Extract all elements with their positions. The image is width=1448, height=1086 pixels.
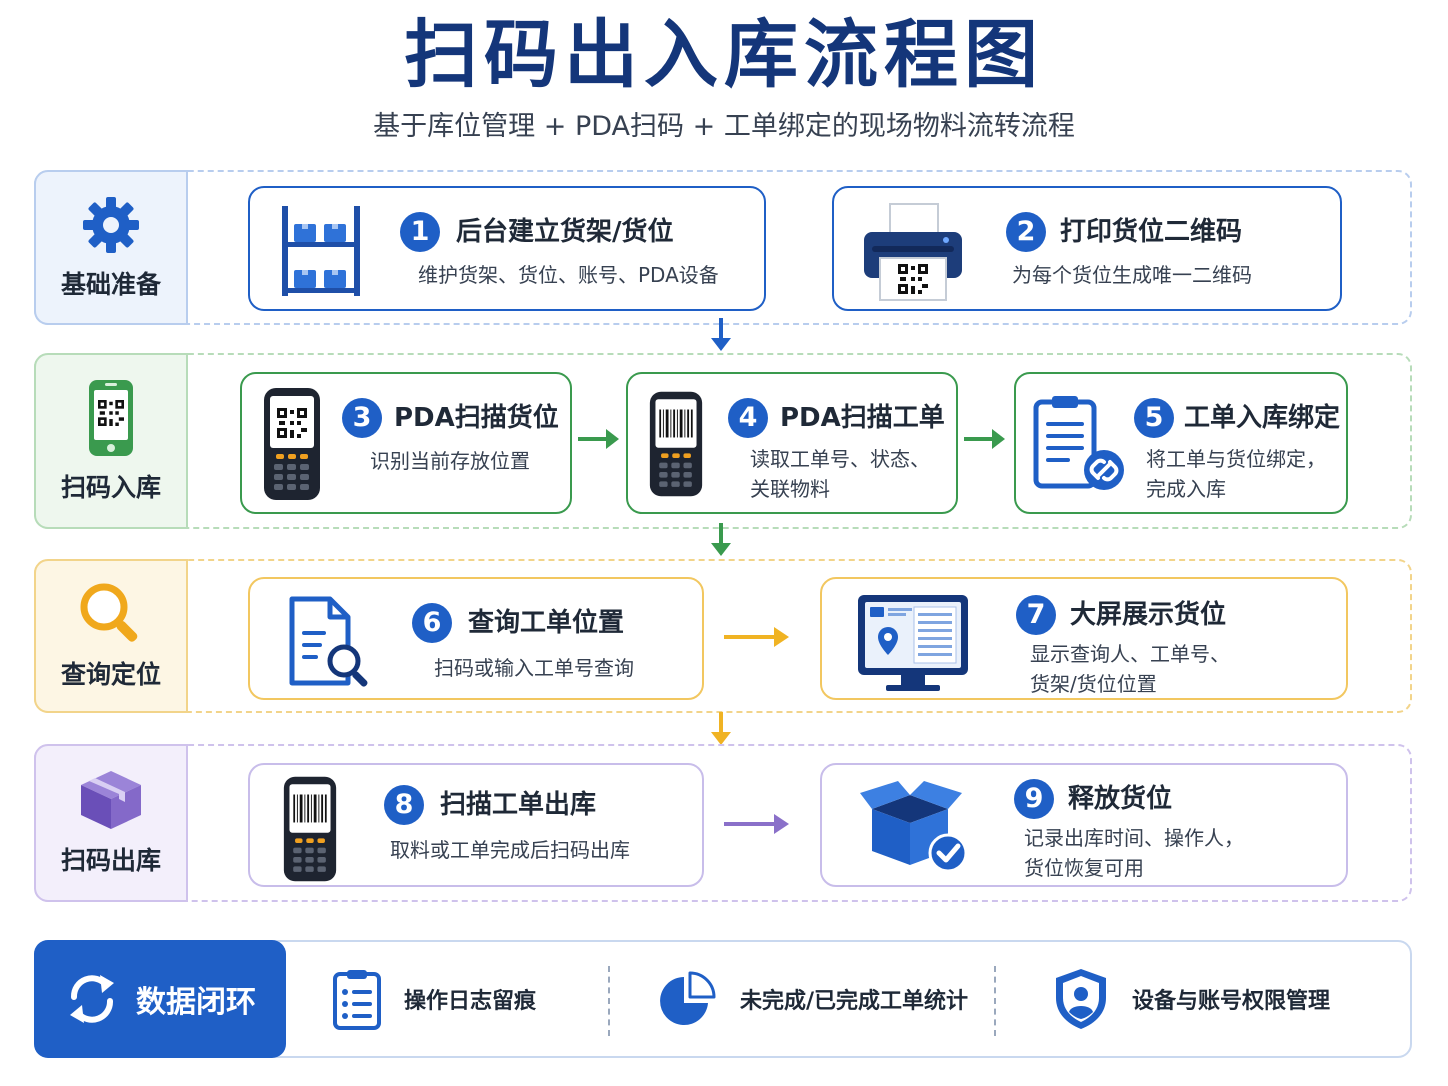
log-clipboard-icon — [333, 970, 381, 1030]
step-card-4: 4 PDA扫描工单 读取工单号、状态、 关联物料 — [626, 372, 958, 514]
step-number: 6 — [412, 603, 452, 643]
step-description-line-2: 货架/货位位置 — [1030, 672, 1157, 696]
diagram-title: 扫码出入库流程图 — [404, 12, 1044, 98]
step-number: 3 — [342, 398, 382, 438]
step-number: 1 — [400, 212, 440, 252]
step-number: 5 — [1134, 398, 1174, 438]
step-title: PDA扫描货位 — [394, 403, 559, 433]
footer-item-label: 设备与账号权限管理 — [1132, 989, 1331, 1014]
step-description-line-1: 记录出库时间、操作人， — [1024, 826, 1244, 850]
pda-qr-icon — [264, 388, 320, 500]
step-card-1: 1 后台建立货架/货位 维护货架、货位、账号、PDA设备 — [248, 186, 766, 311]
data-loop-label: 数据闭环 — [136, 985, 256, 1020]
step-description: 扫码或输入工单号查询 — [434, 656, 634, 680]
step-number: 2 — [1006, 212, 1046, 252]
step-card-3: 3 PDA扫描货位 识别当前存放位置 — [240, 372, 572, 514]
step-card-6: 6 查询工单位置 扫码或输入工单号查询 — [248, 577, 704, 700]
footer-item-label: 未完成/已完成工单统计 — [740, 989, 969, 1014]
step-title: 扫描工单出库 — [440, 790, 597, 820]
step-description-line-2: 关联物料 — [750, 477, 830, 501]
gear-icon — [83, 196, 139, 253]
step-description-line-1: 将工单与货位绑定， — [1146, 447, 1326, 471]
step-number: 8 — [384, 785, 424, 825]
arrow-right-3-4 — [578, 429, 619, 449]
section-outbound: 扫码出库 — [34, 744, 1412, 902]
step-card-5: 5 工单入库绑定 将工单与货位绑定， 完成入库 — [1014, 372, 1348, 514]
footer-item-label: 操作日志留痕 — [404, 989, 537, 1014]
step-title: 释放货位 — [1068, 784, 1173, 814]
pda-barcode-icon — [649, 391, 703, 497]
pie-chart-icon — [660, 971, 716, 1025]
box-icon — [81, 771, 141, 829]
step-description: 为每个货位生成唯一二维码 — [1012, 263, 1252, 287]
step-card-7: 7 大屏展示货位 显示查询人、工单号、 货架/货位位置 — [820, 577, 1348, 700]
arrow-down-2 — [711, 523, 731, 556]
printer-icon — [864, 203, 962, 301]
step-description: 识别当前存放位置 — [370, 449, 530, 473]
diagram-subtitle: 基于库位管理 + PDA扫码 + 工单绑定的现场物料流转流程 — [373, 111, 1075, 142]
step-title: 后台建立货架/货位 — [456, 217, 674, 247]
arrow-right-4-5 — [964, 429, 1005, 449]
section-label-text: 扫码入库 — [60, 473, 161, 502]
monitor-icon — [858, 595, 968, 691]
arrow-down-1 — [711, 318, 731, 351]
pda-barcode-icon — [283, 776, 337, 882]
step-title: 查询工单位置 — [468, 608, 625, 638]
footer-item-log: 操作日志留痕 — [332, 942, 536, 1056]
step-description: 维护货架、货位、账号、PDA设备 — [418, 263, 719, 287]
step-title: 工单入库绑定 — [1184, 403, 1341, 433]
magnifier-icon — [80, 583, 138, 642]
step-title: 打印货位二维码 — [1060, 217, 1243, 247]
section-label-text: 扫码出库 — [60, 846, 161, 875]
box-check-icon — [860, 781, 968, 873]
section-label-text: 查询定位 — [60, 660, 161, 689]
data-loop-footer: 数据闭环 操作日志留痕 未完成/已完成工单统计 设备与账号权限管 — [34, 940, 1412, 1058]
step-number: 4 — [728, 398, 768, 438]
arrow-right-6-7 — [724, 627, 789, 647]
shelf-icon — [282, 206, 360, 296]
document-search-icon — [289, 596, 368, 687]
step-number: 9 — [1014, 779, 1054, 819]
clipboard-link-icon — [1033, 396, 1124, 490]
step-title: 大屏展示货位 — [1070, 600, 1227, 630]
footer-divider — [994, 966, 996, 1036]
step-description: 取料或工单完成后扫码出库 — [390, 838, 630, 862]
data-loop-banner: 数据闭环 — [34, 940, 286, 1058]
step-description-line-2: 完成入库 — [1146, 477, 1226, 501]
section-label-outbound: 扫码出库 — [34, 744, 188, 902]
shield-user-icon — [1056, 969, 1106, 1029]
step-card-9: 9 释放货位 记录出库时间、操作人， 货位恢复可用 — [820, 763, 1348, 887]
step-description-line-1: 读取工单号、状态、 — [750, 447, 930, 471]
arrow-down-3 — [711, 712, 731, 745]
section-label-preparation: 基础准备 — [34, 170, 188, 325]
step-description-line-2: 货位恢复可用 — [1024, 856, 1144, 880]
footer-item-permissions: 设备与账号权限管理 — [1052, 942, 1330, 1056]
refresh-cycle-icon — [70, 975, 114, 1023]
step-number: 7 — [1016, 595, 1056, 635]
section-inbound: 扫码入库 — [34, 353, 1412, 529]
step-description-line-1: 显示查询人、工单号、 — [1030, 642, 1230, 666]
phone-qr-icon — [89, 380, 133, 456]
footer-item-stats: 未完成/已完成工单统计 — [658, 942, 968, 1056]
step-title: PDA扫描工单 — [780, 403, 945, 433]
arrow-right-8-9 — [724, 814, 789, 834]
step-card-8: 8 扫描工单出库 取料或工单完成后扫码出库 — [248, 763, 704, 887]
footer-divider — [608, 966, 610, 1036]
section-label-text: 基础准备 — [60, 269, 161, 299]
section-label-locate: 查询定位 — [34, 559, 188, 713]
section-label-inbound: 扫码入库 — [34, 353, 188, 529]
step-card-2: 2 打印货位二维码 为每个货位生成唯一二维码 — [832, 186, 1342, 311]
